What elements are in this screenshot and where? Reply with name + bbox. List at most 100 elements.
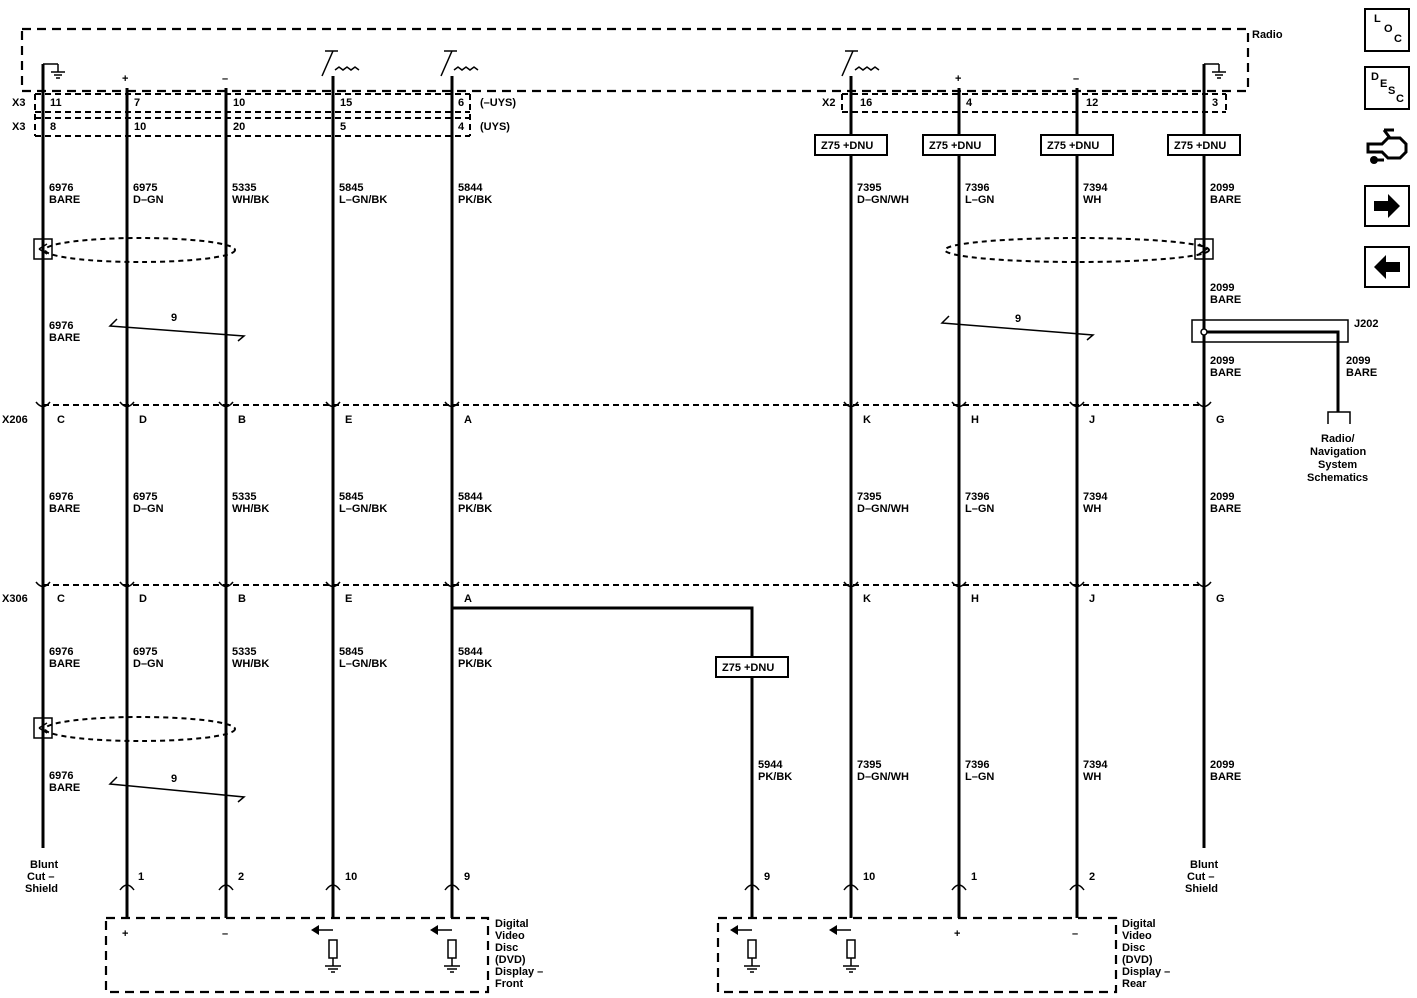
minus-symbol: – [222,73,228,85]
forward-button[interactable] [1364,185,1410,227]
svg-text:6976: 6976 [49,491,73,503]
svg-text:D: D [139,593,147,605]
svg-text:7394: 7394 [1083,759,1108,771]
desc-letter: S [1388,85,1396,97]
svg-text:WH: WH [1083,503,1101,515]
front-pin: 1 [138,871,144,883]
connector-view-button[interactable] [1364,122,1410,172]
x2-pin: 16 [860,97,872,109]
svg-text:E: E [345,593,352,605]
twisted-pair-symbol: 9 [940,313,1095,341]
radio-label: Radio [1252,29,1283,41]
svg-text:Disc: Disc [1122,942,1145,954]
svg-text:7394: 7394 [1083,491,1108,503]
svg-text:PK/BK: PK/BK [458,194,492,206]
shield-symbol [944,237,1214,263]
svg-text:6975: 6975 [133,182,157,194]
svg-text:H: H [971,593,979,605]
x3-pin: 10 [134,121,146,133]
svg-text:PK/BK: PK/BK [458,503,492,515]
svg-text:D: D [139,414,147,426]
svg-text:Front: Front [495,978,523,990]
loc-button[interactable]: L O C [1364,8,1410,52]
dvd-rear-label: Digital Video Disc (DVD) Display – Rear [1122,918,1170,990]
svg-text:WH: WH [1083,771,1101,783]
twisted-pair-symbol: 9 [108,312,246,342]
x2-pin: 4 [966,97,973,109]
svg-text:Shield: Shield [25,883,58,895]
x2-pin: 12 [1086,97,1098,109]
rear-pin: 10 [863,871,875,883]
svg-text:E: E [345,414,352,426]
x2-pin: 3 [1212,97,1218,109]
svg-text:B: B [238,593,246,605]
svg-text:(DVD): (DVD) [495,954,526,966]
svg-text:5845: 5845 [339,491,363,503]
svg-text:9: 9 [171,312,177,324]
wire-label: BARE [49,332,80,344]
wire-label: 2099 [1210,355,1234,367]
wire-label: 2099 [1346,355,1370,367]
x206-terminals [35,401,1212,408]
svg-text:BARE: BARE [49,658,80,670]
plus-symbol: + [122,928,128,940]
video-input-ground-icon [730,925,760,973]
svg-text:PK/BK: PK/BK [458,658,492,670]
svg-text:7396: 7396 [965,491,989,503]
svg-text:Digital: Digital [495,918,529,930]
x3-pin: 15 [340,97,352,109]
front-pin: 2 [238,871,244,883]
wire-label: 6976 [49,320,73,332]
front-pin: 9 [464,871,470,883]
ground-icon [43,63,65,79]
svg-text:Video: Video [1122,930,1152,942]
svg-text:C: C [57,414,65,426]
loc-letter: C [1394,33,1402,45]
svg-text:D–GN/WH: D–GN/WH [857,771,909,783]
minus-symbol: – [1072,928,1078,940]
svg-text:J: J [1089,414,1095,426]
video-input-ground-icon [829,925,859,973]
svg-text:PK/BK: PK/BK [758,771,792,783]
svg-text:5845: 5845 [339,182,363,194]
svg-text:System: System [1318,459,1357,471]
svg-text:D–GN/WH: D–GN/WH [857,194,909,206]
svg-text:Schematics: Schematics [1307,472,1368,484]
ground-icon [1204,63,1226,79]
x3-top-tag: (–UYS) [480,97,516,109]
svg-text:Z75 +DNU: Z75 +DNU [722,662,774,674]
svg-text:BARE: BARE [49,503,80,515]
minus-symbol: – [1073,73,1079,85]
back-arrow-icon [1374,255,1400,279]
svg-text:5335: 5335 [232,182,256,194]
video-input-ground-icon [311,925,341,973]
dvd-rear-module-box [716,916,1118,994]
desc-letter: C [1396,93,1404,105]
option-box: Z75 +DNU [814,134,888,156]
signal-output-icon [841,50,880,77]
rear-terminals [744,884,1085,891]
back-button[interactable] [1364,246,1410,288]
svg-text:5335: 5335 [232,491,256,503]
svg-text:(DVD): (DVD) [1122,954,1153,966]
x3-pin: 10 [233,97,245,109]
radio-nav-reference[interactable]: Radio/ Navigation System Schematics [1307,411,1368,484]
svg-text:Blunt: Blunt [30,859,58,871]
svg-text:Display –: Display – [1122,966,1170,978]
rear-pin: 1 [971,871,977,883]
svg-text:WH/BK: WH/BK [232,194,269,206]
option-box: Z75 +DNU [922,134,996,156]
svg-text:BARE: BARE [1210,771,1241,783]
wire-label: BARE [1346,367,1377,379]
desc-button[interactable]: D E S C [1364,66,1410,110]
rear-pin: 2 [1089,871,1095,883]
svg-text:L–GN: L–GN [965,503,994,515]
x206-connector-label: X206 [2,414,28,426]
loc-letter: L [1374,13,1381,25]
option-box: Z75 +DNU [715,656,789,678]
front-pin: 10 [345,871,357,883]
